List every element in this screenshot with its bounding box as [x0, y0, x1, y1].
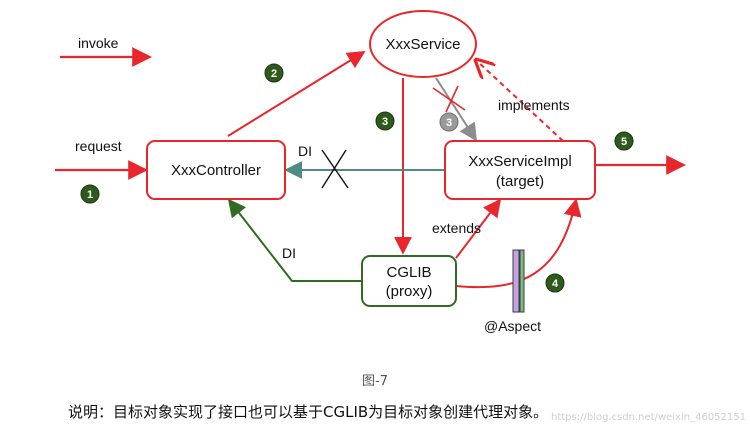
di-bottom-arrow [227, 198, 362, 282]
step-badge-3: 3 [375, 111, 395, 131]
xxx-controller-node: XxxController [146, 140, 286, 200]
figure-note: 说明：目标对象实现了接口也可以基于CGLIB为目标对象创建代理对象。 [68, 403, 549, 421]
xxx-service-node: XxxService [369, 10, 477, 78]
di-top-label: DI [298, 143, 312, 159]
di-top-cross [321, 149, 349, 189]
figure-caption: 图-7 [362, 374, 388, 389]
implements-arrow [476, 60, 564, 142]
step-badge-3-gray: 3 [439, 112, 459, 132]
step-3-number: 3 [382, 116, 388, 128]
step-5-number: 5 [621, 136, 627, 148]
step-4-number: 4 [552, 278, 559, 290]
implements-label: implements [498, 97, 570, 113]
cglib-label-line1: CGLIB [386, 264, 431, 281]
step-badge-1: 1 [80, 184, 100, 204]
legend: invoke [60, 35, 152, 67]
gray-arrow-cross [432, 85, 466, 113]
cglib-proxy-node: CGLIB (proxy) [361, 255, 457, 307]
impl-label-line2: (target) [496, 173, 544, 190]
watermark: https://blog.csdn.net/weixin_46052151 [550, 412, 746, 423]
step-badge-4: 4 [545, 273, 565, 293]
legend-label: invoke [78, 35, 119, 51]
controller-to-service-arrow [227, 51, 366, 137]
cglib-label-line2: (proxy) [386, 283, 433, 300]
step-1-number: 1 [87, 189, 93, 201]
request-label: request [75, 138, 122, 154]
xxx-service-label: XxxService [385, 36, 460, 53]
step-2-number: 2 [271, 68, 277, 80]
extends-label: extends [432, 220, 481, 236]
step-badge-5: 5 [614, 131, 634, 151]
aspect-label: @Aspect [484, 318, 541, 334]
step-badge-2: 2 [264, 63, 284, 83]
xxx-service-impl-node: XxxServiceImpl (target) [444, 140, 596, 200]
aspect-icon [512, 249, 525, 313]
extends-arrow [455, 198, 502, 259]
aspect-curve-arrow [455, 198, 582, 289]
di-bottom-label: DI [282, 245, 296, 261]
service-to-impl-gray-arrow [435, 77, 477, 142]
xxx-controller-label: XxxController [171, 162, 261, 179]
impl-label-line1: XxxServiceImpl [468, 153, 571, 170]
step-3-gray-number: 3 [446, 117, 452, 129]
